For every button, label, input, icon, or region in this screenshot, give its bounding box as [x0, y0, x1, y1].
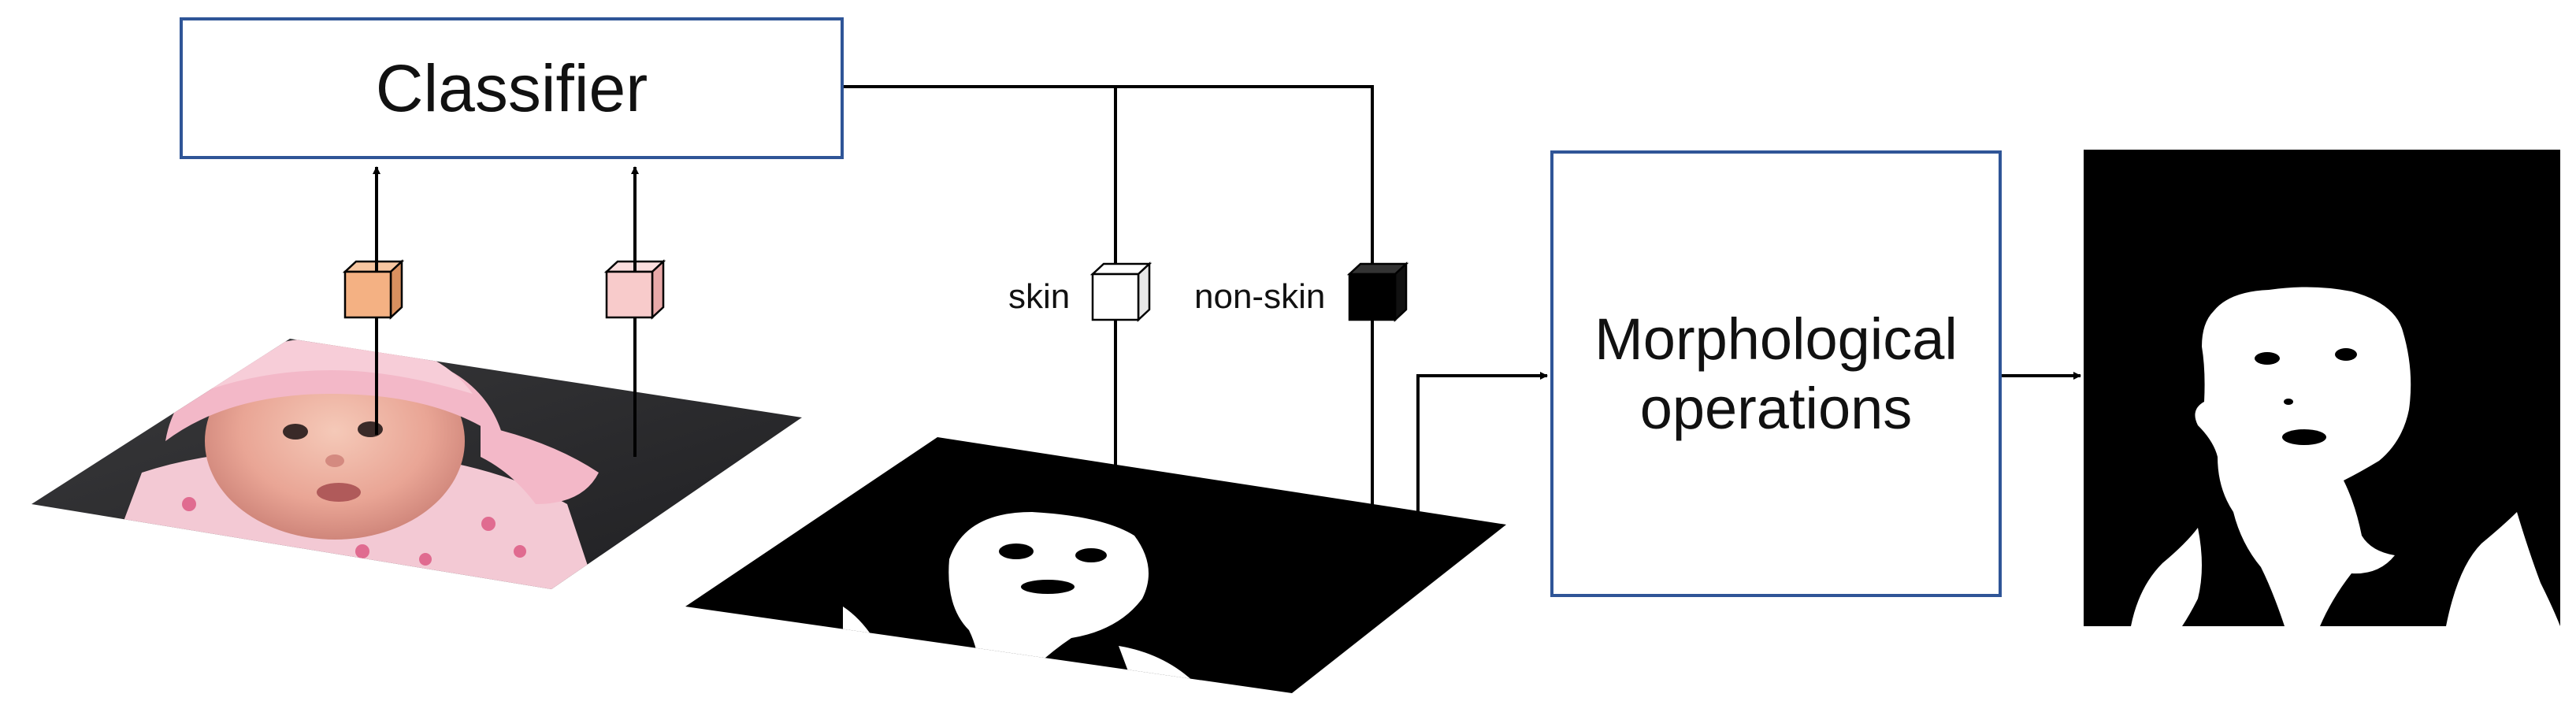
- skin-label: skin: [1008, 277, 1071, 316]
- morphological-operations-label: Morphological operations: [1594, 305, 1958, 443]
- skin-mask: [685, 437, 1506, 693]
- classifier-label: Classifier: [375, 50, 648, 125]
- input-photo: [32, 339, 802, 589]
- feature-cube-1: [342, 259, 405, 320]
- morphological-operations-box: Morphological operations: [1550, 150, 2002, 597]
- output-mask: [2084, 150, 2560, 626]
- mask-to-morph-arrow: [1416, 372, 1548, 577]
- nonskin-label: non-skin: [1194, 277, 1326, 316]
- feature-arrows: [373, 166, 639, 457]
- morph-label-line1: Morphological: [1594, 306, 1958, 373]
- nonskin-cube: [1346, 262, 1409, 322]
- morph-label-line2: operations: [1639, 375, 1913, 441]
- classifier-box: Classifier: [180, 17, 844, 159]
- skin-cube: [1089, 262, 1153, 322]
